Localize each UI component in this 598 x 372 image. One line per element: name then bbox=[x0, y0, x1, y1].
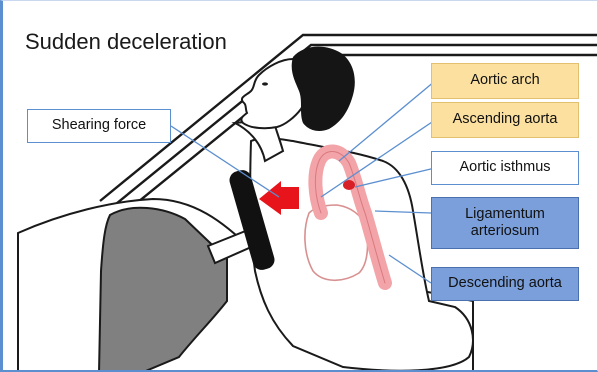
label-ligamentum-line1: Ligamentum bbox=[465, 206, 545, 223]
label-aortic-arch: Aortic arch bbox=[431, 63, 579, 99]
label-descending-aorta: Descending aorta bbox=[431, 267, 579, 301]
driver-hair bbox=[292, 47, 355, 131]
driver-eye bbox=[262, 82, 268, 85]
diagram-title: Sudden deceleration bbox=[25, 29, 227, 55]
label-shearing-force: Shearing force bbox=[27, 109, 171, 143]
deceleration-illustration bbox=[3, 1, 598, 372]
heart bbox=[305, 205, 368, 280]
label-aortic-isthmus: Aortic isthmus bbox=[431, 151, 579, 185]
label-ascending-aorta: Ascending aorta bbox=[431, 102, 579, 138]
label-ligamentum-arteriosum: Ligamentum arteriosum bbox=[431, 197, 579, 249]
label-ligamentum-line2: arteriosum bbox=[471, 223, 540, 240]
